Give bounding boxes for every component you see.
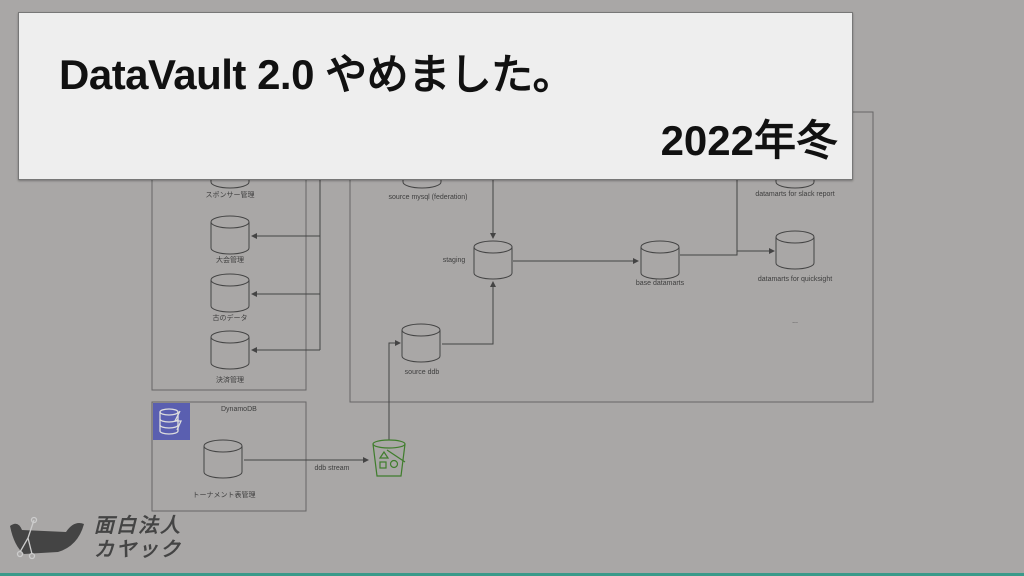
db-label-bracket: トーナメント表管理	[192, 492, 256, 499]
slide-subtitle: 2022年冬	[660, 117, 838, 164]
kayac-logo: 面白法人 カヤック	[8, 512, 218, 568]
db-label-legacy: 古のデータ	[212, 315, 248, 322]
dynamodb-icon	[153, 403, 190, 440]
db-label-quicksight-datamarts: datamarts for quicksight	[757, 276, 833, 283]
slide-title: DataVault 2.0 やめました。	[59, 51, 575, 98]
database-cylinders	[203, 149, 815, 479]
db-label-staging: staging	[442, 257, 466, 264]
db-label-slack-datamarts: datamarts for slack report	[755, 191, 835, 198]
bottom-accent-bar	[0, 573, 1024, 576]
db-label-more: ...	[792, 318, 798, 325]
dynamodb-group-box	[151, 401, 307, 512]
db-label-payment: 決済管理	[216, 377, 244, 384]
db-label-source-mysql: source mysql (federation)	[388, 194, 468, 201]
logo-line1: 面白法人	[94, 515, 182, 537]
kayak-icon	[10, 516, 84, 560]
db-label-tournament: 大会管理	[216, 257, 244, 264]
db-label-sponsor: スポンサー管理	[205, 192, 255, 199]
db-label-source-ddb: source ddb	[404, 369, 440, 376]
logo-line2: カヤック	[94, 539, 182, 561]
db-label-base-datamarts: base datamarts	[635, 280, 685, 287]
dynamodb-label: DynamoDB	[221, 406, 257, 413]
edge-label-ddb-stream: ddb stream	[314, 465, 350, 472]
s3-bucket-icon	[372, 439, 406, 477]
title-box: DataVault 2.0 やめました。 2022年冬	[18, 12, 853, 180]
